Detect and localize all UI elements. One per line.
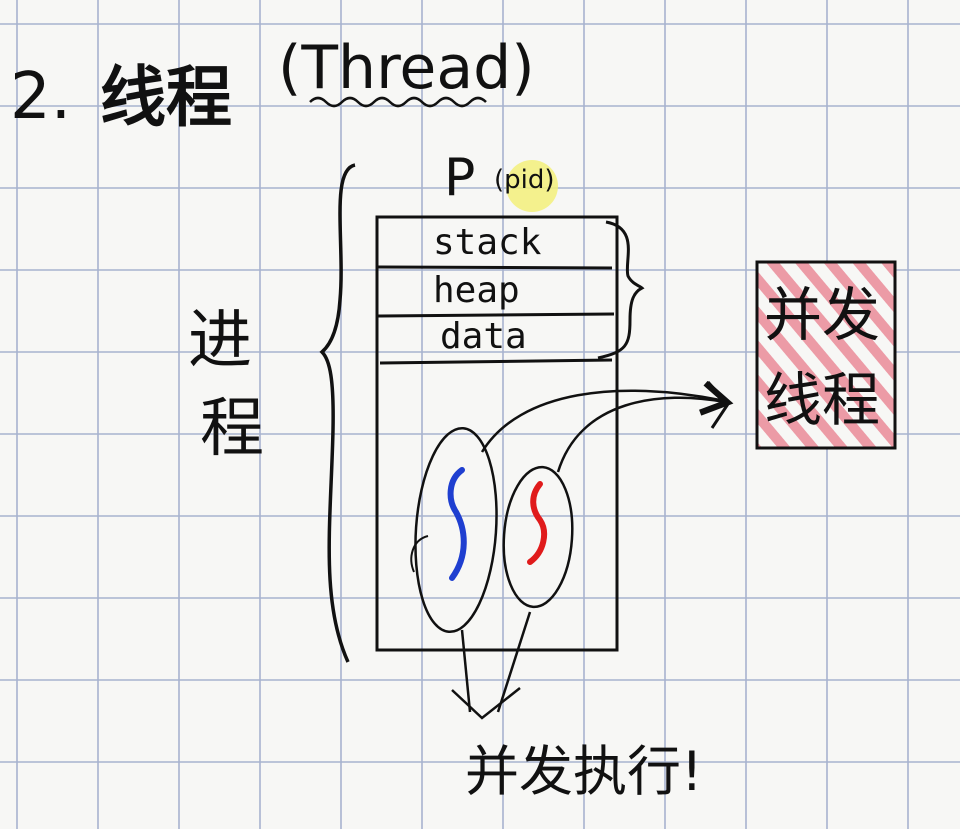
process-p-label: P bbox=[444, 148, 475, 208]
segment-heap: heap bbox=[433, 270, 520, 311]
pid-highlight bbox=[506, 160, 558, 212]
thread-squiggle-blue bbox=[447, 467, 467, 581]
arrow-down-head bbox=[451, 687, 521, 720]
arrow-head bbox=[706, 380, 730, 429]
heading: 2. 线程 (Thread) bbox=[10, 33, 535, 136]
arrow-down-1 bbox=[460, 629, 472, 713]
process-label: P (pid) bbox=[444, 148, 558, 212]
thread-oval-1 bbox=[414, 426, 498, 634]
thread-oval-2 bbox=[502, 465, 574, 609]
wavy-underline bbox=[309, 96, 487, 108]
thread-squiggle-red bbox=[527, 481, 548, 565]
side-label-char-1: 进 bbox=[188, 304, 252, 378]
heading-english: (Thread) bbox=[278, 33, 535, 103]
process-box bbox=[375, 215, 619, 652]
concurrent-threads-box bbox=[755, 260, 897, 450]
concurrent-line-2: 线程 bbox=[764, 366, 880, 434]
arrow-thread1-to-box bbox=[480, 389, 721, 453]
concurrent-line-1: 并发 bbox=[764, 281, 880, 349]
segment-divider bbox=[379, 358, 613, 365]
segment-data: data bbox=[440, 316, 527, 357]
thread-tail-stroke bbox=[410, 535, 429, 573]
arrow-thread2-to-box bbox=[556, 398, 725, 473]
heading-number: 2. bbox=[10, 60, 71, 134]
segments-brace bbox=[597, 220, 645, 360]
segment-divider bbox=[376, 312, 615, 318]
heading-chinese: 线程 bbox=[100, 59, 232, 136]
process-pid-label: (pid) bbox=[494, 165, 555, 195]
arrow-down-2 bbox=[496, 611, 532, 713]
process-brace bbox=[319, 163, 356, 663]
segment-divider bbox=[376, 265, 613, 270]
segment-stack: stack bbox=[433, 222, 542, 263]
side-label-char-2: 程 bbox=[200, 392, 264, 466]
bottom-note: 并发执行! bbox=[465, 740, 703, 803]
